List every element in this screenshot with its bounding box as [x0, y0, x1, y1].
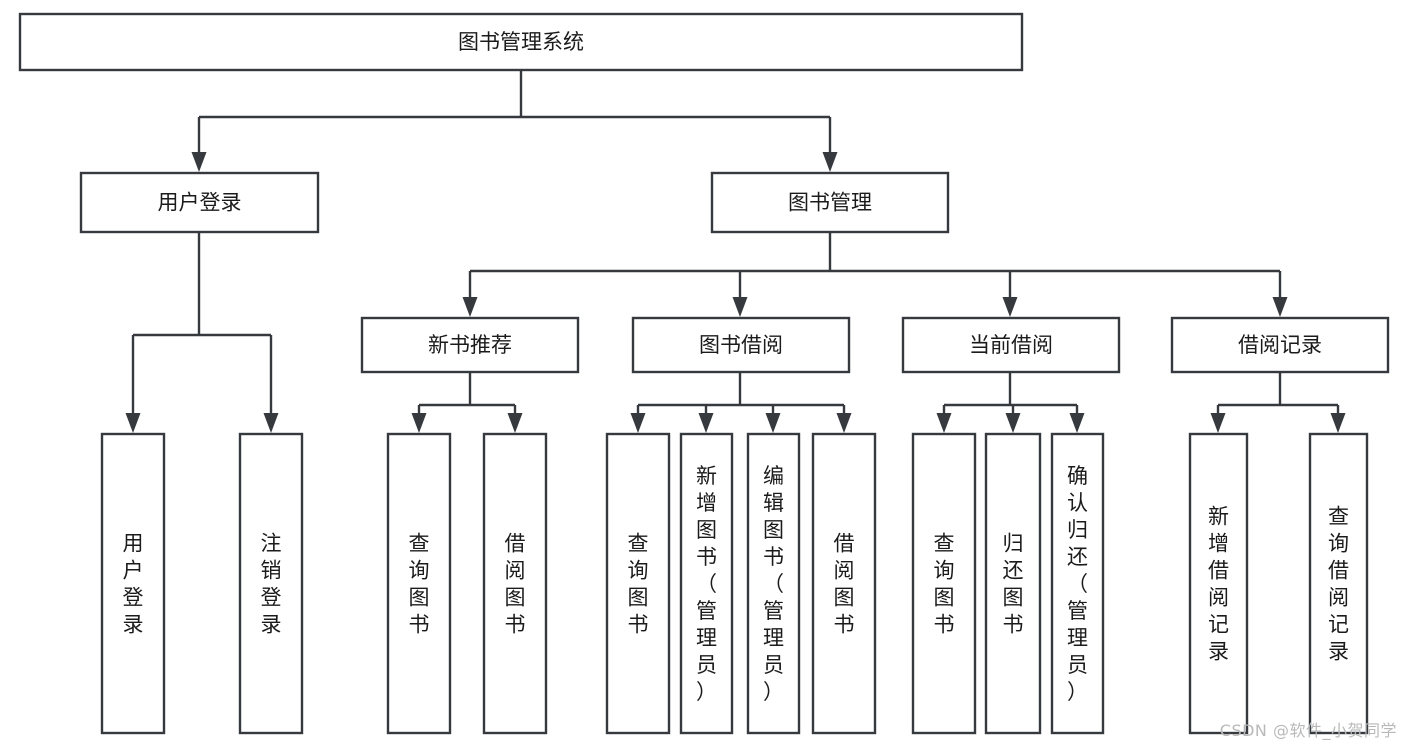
node-leaf-logout[interactable]: 注销登录: [238, 432, 304, 735]
node-box-current-borrow[interactable]: [901, 316, 1121, 374]
connector-group: [411, 372, 523, 433]
node-leaf-borrow-book[interactable]: 借阅图书: [811, 432, 877, 735]
node-label-book-borrow: 图书借阅: [699, 333, 783, 357]
node-box-book-borrow[interactable]: [631, 316, 851, 374]
node-borrow-record[interactable]: 借阅记录: [1170, 316, 1390, 374]
connector-layer: [125, 70, 1346, 433]
node-box-leaf-query-book-borrow[interactable]: [605, 432, 671, 735]
node-label-user-login: 用户登录: [158, 191, 242, 215]
node-leaf-query-book-cur[interactable]: 查询图书: [911, 432, 977, 735]
node-box-borrow-record[interactable]: [1170, 316, 1390, 374]
arrow-head-icon: [191, 152, 207, 172]
arrow-head-icon: [822, 152, 838, 172]
node-leaf-edit-book[interactable]: 编辑图书（管理员）: [746, 432, 801, 735]
node-box-leaf-edit-book[interactable]: [746, 432, 801, 735]
node-label-new-book-recommend: 新书推荐: [428, 333, 512, 357]
node-label-leaf-query-book-rec: 查询图书: [409, 532, 430, 637]
node-box-new-book-recommend[interactable]: [360, 316, 580, 374]
node-label-borrow-record: 借阅记录: [1238, 333, 1322, 357]
node-label-leaf-query-borrow-record: 查询借阅记录: [1328, 505, 1349, 664]
node-label-leaf-borrow-book-rec: 借阅图书: [505, 532, 526, 637]
node-label-current-borrow: 当前借阅: [969, 333, 1053, 357]
node-layer: 图书管理系统用户登录图书管理新书推荐图书借阅当前借阅借阅记录用户登录注销登录查询…: [18, 12, 1390, 735]
node-box-leaf-query-book-cur[interactable]: [911, 432, 977, 735]
node-label-root: 图书管理系统: [458, 30, 584, 54]
node-new-book-recommend[interactable]: 新书推荐: [360, 316, 580, 374]
node-book-borrow[interactable]: 图书借阅: [631, 316, 851, 374]
node-label-leaf-user-login: 用户登录: [123, 532, 144, 637]
arrow-head-icon: [936, 413, 952, 433]
node-label-leaf-edit-book: 编辑图书（管理员）: [763, 464, 784, 704]
node-box-leaf-confirm-return[interactable]: [1050, 432, 1105, 735]
connector-group: [630, 372, 852, 433]
node-label-leaf-confirm-return: 确认归还（管理员）: [1067, 464, 1088, 704]
node-book-manage[interactable]: 图书管理: [710, 171, 950, 234]
arrow-head-icon: [732, 297, 748, 317]
node-label-leaf-add-book: 新增图书（管理员）: [696, 464, 717, 704]
arrow-head-icon: [1210, 413, 1226, 433]
arrow-head-icon: [765, 413, 781, 433]
node-box-leaf-user-login[interactable]: [100, 432, 166, 735]
node-leaf-confirm-return[interactable]: 确认归还（管理员）: [1050, 432, 1105, 735]
node-label-leaf-query-book-borrow: 查询图书: [628, 532, 649, 637]
node-label-leaf-return-book: 归还图书: [1003, 532, 1024, 637]
node-leaf-add-borrow-record[interactable]: 新增借阅记录: [1188, 432, 1249, 735]
arrow-head-icon: [125, 413, 141, 433]
node-box-user-login[interactable]: [79, 171, 320, 234]
arrow-head-icon: [263, 413, 279, 433]
node-box-leaf-logout[interactable]: [238, 432, 304, 735]
connector-group: [936, 372, 1085, 433]
connector-group: [191, 70, 838, 172]
node-leaf-user-login[interactable]: 用户登录: [100, 432, 166, 735]
arrow-head-icon: [630, 413, 646, 433]
connector-group: [462, 232, 1288, 317]
arrow-head-icon: [1069, 413, 1085, 433]
node-leaf-query-borrow-record[interactable]: 查询借阅记录: [1308, 432, 1369, 735]
node-box-leaf-query-book-rec[interactable]: [386, 432, 452, 735]
node-label-leaf-query-book-cur: 查询图书: [934, 532, 955, 637]
node-label-book-manage: 图书管理: [788, 191, 872, 215]
node-box-leaf-query-borrow-record[interactable]: [1308, 432, 1369, 735]
node-box-book-manage[interactable]: [710, 171, 950, 234]
node-box-root[interactable]: [18, 12, 1024, 72]
node-label-leaf-add-borrow-record: 新增借阅记录: [1208, 505, 1229, 664]
node-box-leaf-borrow-book-rec[interactable]: [482, 432, 548, 735]
arrow-head-icon: [1330, 413, 1346, 433]
csdn-watermark: CSDN @软件_小贺同学: [1219, 721, 1397, 740]
arrow-head-icon: [1002, 297, 1018, 317]
node-user-login[interactable]: 用户登录: [79, 171, 320, 234]
arrow-head-icon: [462, 297, 478, 317]
node-current-borrow[interactable]: 当前借阅: [901, 316, 1121, 374]
node-leaf-add-book[interactable]: 新增图书（管理员）: [679, 432, 734, 735]
node-box-leaf-borrow-book[interactable]: [811, 432, 877, 735]
arrow-head-icon: [411, 413, 427, 433]
arrow-head-icon: [836, 413, 852, 433]
node-root[interactable]: 图书管理系统: [18, 12, 1024, 72]
arrow-head-icon: [698, 413, 714, 433]
node-label-leaf-logout: 注销登录: [261, 532, 282, 637]
connector-group: [125, 232, 279, 433]
node-box-leaf-add-book[interactable]: [679, 432, 734, 735]
node-leaf-borrow-book-rec[interactable]: 借阅图书: [482, 432, 548, 735]
arrow-head-icon: [507, 413, 523, 433]
node-leaf-query-book-borrow[interactable]: 查询图书: [605, 432, 671, 735]
node-box-leaf-return-book[interactable]: [984, 432, 1042, 735]
node-label-leaf-borrow-book: 借阅图书: [834, 532, 855, 637]
connector-group: [1210, 372, 1346, 433]
node-leaf-query-book-rec[interactable]: 查询图书: [386, 432, 452, 735]
node-box-leaf-add-borrow-record[interactable]: [1188, 432, 1249, 735]
node-leaf-return-book[interactable]: 归还图书: [984, 432, 1042, 735]
arrow-head-icon: [1272, 297, 1288, 317]
arrow-head-icon: [1005, 413, 1021, 433]
